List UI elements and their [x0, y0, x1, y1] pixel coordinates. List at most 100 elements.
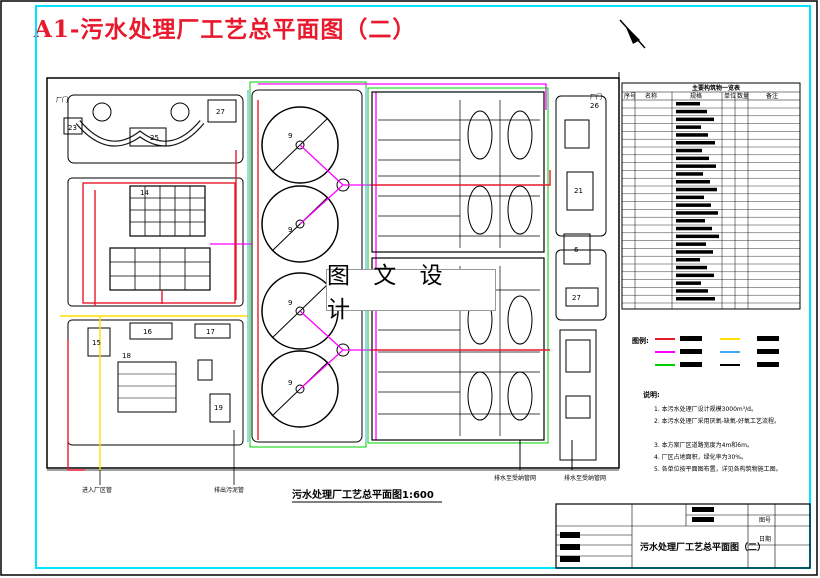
- table-header-5: 备注: [766, 92, 778, 100]
- table-header-4: 数量: [737, 92, 749, 100]
- title-block: [555, 503, 811, 569]
- table-header-1: 名称: [645, 92, 657, 100]
- table-cell-text: [676, 203, 711, 207]
- table-cell-text: [676, 281, 701, 285]
- table-grid: [622, 91, 800, 309]
- table-cell-text: [676, 250, 713, 254]
- unit-23: 23: [68, 124, 77, 132]
- title-block-drawing-name: 污水处理厂工艺总平面图（二）: [640, 541, 766, 553]
- building-6: [563, 233, 591, 265]
- building-18: [117, 361, 177, 413]
- note-3: 3. 本方案厂区道路宽度为4m和6m。: [654, 441, 753, 449]
- outfall-pipe-1-label: 排水至受纳管网: [494, 474, 536, 482]
- building-19: [209, 393, 231, 423]
- table-rows: [622, 102, 800, 304]
- notes-title: 说明:: [643, 390, 660, 399]
- unit-16: 16: [143, 328, 152, 336]
- note-1: 1. 本污水处理厂设计规模3000m³/d。: [654, 405, 757, 413]
- table-cell-text: [676, 242, 706, 246]
- table-cell-text: [676, 219, 705, 223]
- table-cell-text: [676, 180, 710, 184]
- rain-pipes: [247, 88, 367, 442]
- office-building: [129, 127, 167, 147]
- building-26-right: [564, 119, 590, 149]
- table-cell-text: [676, 156, 709, 161]
- unit-9c: 9: [288, 299, 292, 307]
- legend-title: 图例:: [632, 336, 649, 345]
- gate-left-label: 厂门: [56, 96, 68, 104]
- table-title: 主要构筑物一览表: [692, 84, 741, 92]
- office-yard: [67, 94, 244, 164]
- table-cell-text: [676, 211, 718, 215]
- unit-9d: 9: [288, 379, 292, 387]
- table-cell-text: [676, 265, 707, 270]
- table-cell-text: [676, 148, 702, 153]
- building-7b: [565, 395, 591, 419]
- unit-25: 25: [150, 134, 159, 142]
- table-cell-text: [676, 234, 719, 239]
- outfall-pipe-2-label: 排水至受纳管网: [564, 474, 606, 482]
- structures-table: [621, 82, 801, 310]
- sludge-pipes: [210, 83, 547, 440]
- inner-frame: [35, 5, 811, 569]
- title-block-drawing-no: 图号: [759, 517, 771, 524]
- unit-27-right: 27: [572, 294, 581, 302]
- unit-9b: 9: [288, 226, 292, 234]
- aeration-tank-lower: [371, 257, 545, 441]
- building-27: [207, 99, 237, 123]
- table-cell-text: [676, 273, 714, 278]
- drawing-title: A1-污水处理厂工艺总平面图（二）: [34, 16, 417, 43]
- watermark: 图 文 设 计: [326, 263, 496, 323]
- table-cell-text: [676, 226, 712, 231]
- table-cell-text: [676, 172, 703, 176]
- inlet-pipe-label: 进入厂区管: [82, 486, 112, 494]
- table-cell-text: [676, 109, 707, 114]
- building-7a: [565, 339, 591, 373]
- table-cell-text: [676, 117, 714, 122]
- sludge-pipe-label: 排出污泥管: [214, 486, 244, 494]
- north-arrow: [619, 19, 646, 49]
- note-2: 2. 本污水处理厂采用厌氧-缺氧-好氧工艺流程。: [654, 417, 780, 425]
- table-cell-text: [676, 289, 708, 293]
- unit-14: 14: [140, 189, 149, 197]
- unit-15: 15: [92, 339, 101, 347]
- table-cell-text: [676, 258, 700, 262]
- table-cell-text: [676, 164, 716, 168]
- note-4: 4. 厂区占地面积，绿化率为30%。: [654, 453, 747, 461]
- unit-26: 26: [590, 102, 599, 110]
- building-24: [197, 359, 213, 381]
- title-block-date: 日期: [759, 535, 771, 543]
- unit-18: 18: [122, 352, 131, 360]
- table-cell-text: [676, 125, 701, 129]
- table-cell-text: [676, 195, 704, 200]
- unit-19: 19: [214, 404, 223, 412]
- table-header-2: 规格: [690, 92, 702, 100]
- sewage-pipes: [67, 100, 551, 471]
- unit-9a: 9: [288, 132, 292, 140]
- building-17: [194, 323, 231, 339]
- building-26-left: [63, 117, 83, 135]
- aeration-tank-upper: [371, 91, 545, 253]
- table-cell-text: [676, 102, 700, 106]
- unit-27: 27: [216, 108, 225, 116]
- building-16: [129, 322, 173, 340]
- unit-21: 21: [574, 187, 583, 195]
- unit-17: 17: [206, 328, 215, 336]
- building-21: [566, 171, 594, 211]
- legend: [655, 336, 779, 367]
- water-pipes: [60, 315, 248, 470]
- unit-6: 6: [574, 246, 579, 254]
- table-header-0: 序号: [624, 92, 636, 100]
- table-cell-text: [676, 141, 715, 145]
- note-5: 5. 各单位按平面图布置，详见各构筑物施工图。: [654, 465, 782, 473]
- building-15: [87, 327, 111, 357]
- plan-caption: 污水处理厂工艺总平面图1:600: [292, 488, 434, 501]
- table-cell-text: [676, 187, 717, 192]
- table-header-3: 单位: [724, 92, 736, 100]
- site-boundary: [46, 77, 620, 469]
- table-cell-text: [676, 297, 715, 301]
- table-cell-text: [676, 133, 708, 137]
- building-14: [129, 185, 206, 237]
